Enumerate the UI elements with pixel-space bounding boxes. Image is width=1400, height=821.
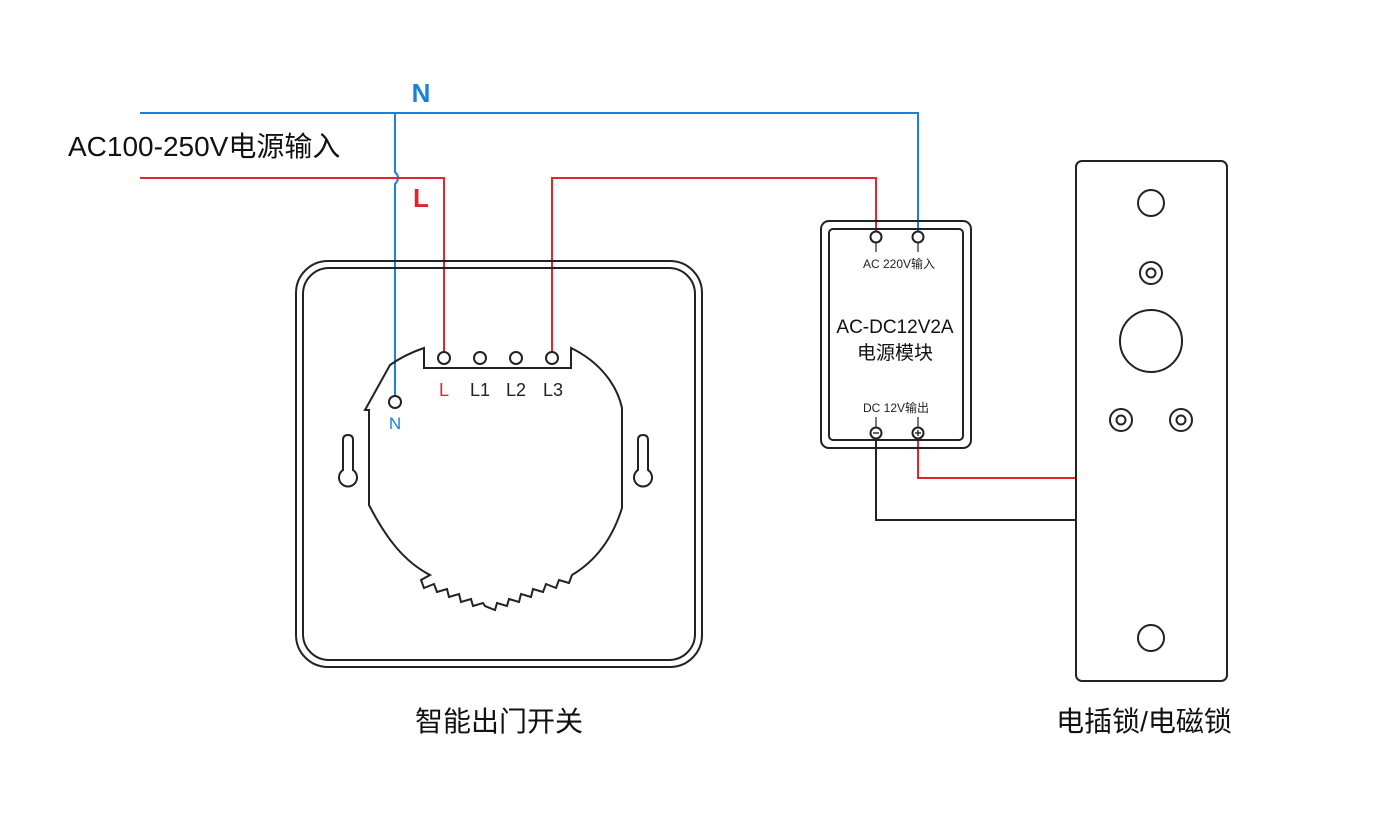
lock-small-screw-top-inner (1145, 267, 1157, 279)
switch-mount-slot-right (633, 433, 653, 488)
neutral-wire (140, 112, 919, 236)
lock-small-screw-top-outer (1139, 261, 1163, 285)
lock-small-screw-right-inner (1175, 414, 1187, 426)
switch-terminal-label-l2: L2 (506, 380, 526, 400)
dc-negative-wire (875, 433, 1076, 521)
switch-terminal-l (437, 351, 451, 365)
module-output-label: DC 12V输出 (863, 400, 929, 415)
power-module (820, 220, 972, 449)
switch-terminal-label-l3: L3 (543, 380, 563, 400)
switch-inner-frame (302, 267, 696, 661)
switch-terminal-label-l1: L1 (470, 380, 490, 400)
module-ac-terminal-left (869, 230, 883, 244)
switch-terminal-n (388, 395, 402, 409)
switch-back-box (363, 346, 623, 612)
neutral-drop-wire (394, 113, 399, 402)
lock-bolt-hole (1119, 309, 1183, 373)
module-input-label: AC 220V输入 (863, 256, 935, 271)
lock-small-screw-right-outer (1169, 408, 1193, 432)
switch-title: 智能出门开关 (415, 706, 583, 737)
module-name-line1: AC-DC12V2A (836, 317, 954, 338)
module-inner-frame (828, 228, 964, 441)
switch-terminal-l1 (473, 351, 487, 365)
switch-terminal-l2 (509, 351, 523, 365)
lock-screw-bottom (1137, 624, 1165, 652)
power-input-label: AC100-250V电源输入 (68, 131, 340, 162)
switch-outer-frame (295, 260, 703, 668)
live-label: L (413, 183, 429, 213)
neutral-label: N (412, 78, 431, 108)
lock-body (1075, 160, 1228, 682)
lock-small-screw-left-inner (1115, 414, 1127, 426)
switch-terminal-label-n: N (389, 414, 401, 433)
electric-lock (1075, 160, 1228, 682)
switch-terminal-label-l: L (439, 380, 449, 400)
module-outer-frame (820, 220, 972, 449)
module-name-line2: 电源模块 (857, 342, 933, 364)
lock-title: 电插锁/电磁锁 (1056, 706, 1232, 737)
lock-small-screw-left-outer (1109, 408, 1133, 432)
smart-exit-switch (295, 260, 703, 668)
switch-mount-slot-left (338, 433, 358, 488)
switch-terminal-l3 (545, 351, 559, 365)
live-input-wire (140, 177, 445, 357)
module-ac-terminal-right (911, 230, 925, 244)
lock-screw-top (1137, 189, 1165, 217)
